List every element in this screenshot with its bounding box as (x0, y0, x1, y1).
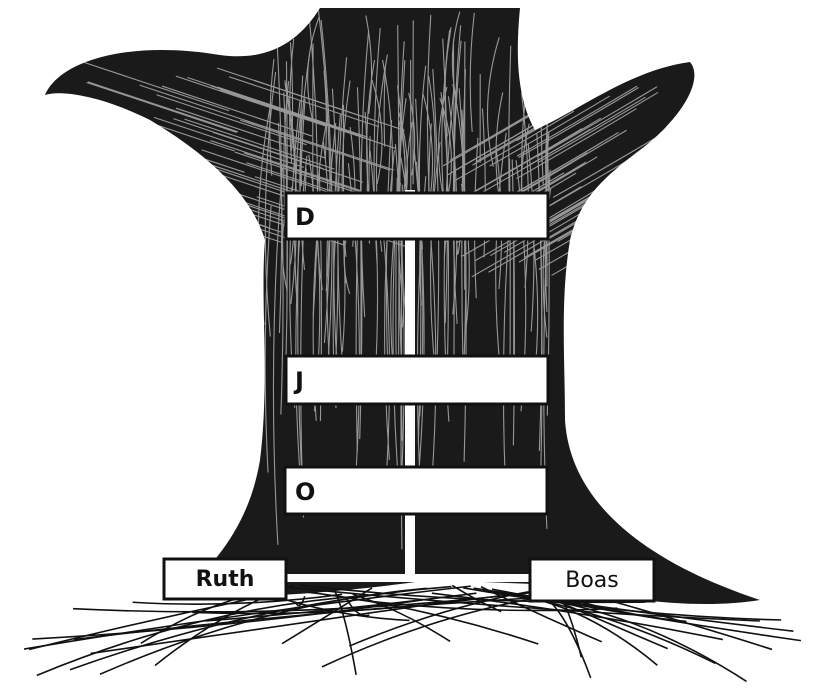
person-box-boas: Boas (530, 559, 654, 601)
generation-box-d: D (286, 193, 548, 239)
root-strand (91, 599, 466, 653)
person-label-ruth: Ruth (196, 567, 255, 592)
branch-strand (79, 155, 229, 205)
person-box-ruth: Ruth (164, 559, 286, 599)
person-label-boas: Boas (565, 568, 619, 593)
generation-label-o: O (295, 478, 315, 506)
couple-line (282, 574, 532, 582)
generation-box-o: O (285, 467, 547, 514)
generation-box-j: J (286, 356, 548, 404)
generation-label-j: J (293, 367, 304, 395)
generation-label-d: D (295, 203, 315, 231)
